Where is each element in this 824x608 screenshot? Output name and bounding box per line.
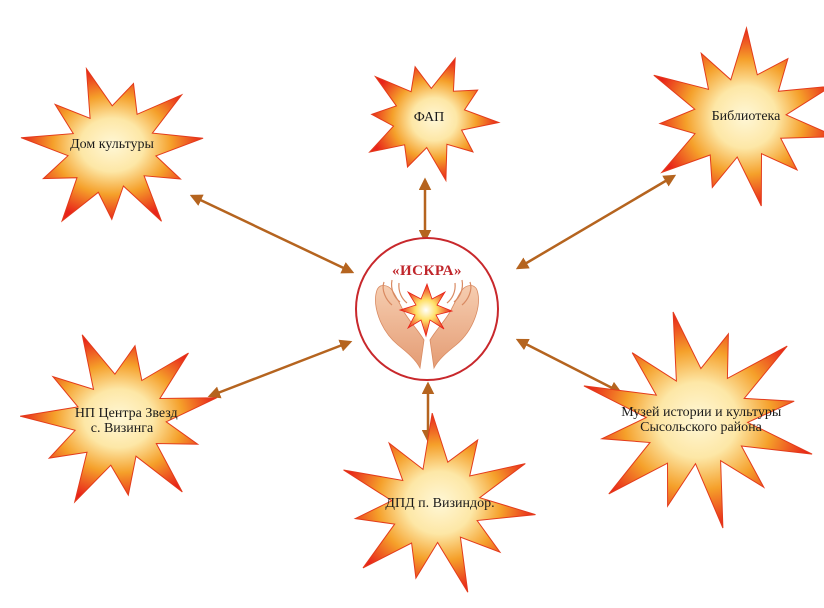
arrow-dom-kultury [189, 194, 355, 274]
node-label-dom-kultury: Дом культуры [70, 137, 154, 152]
node-labels: Дом культуры ФАП Библиотека НП Центра Зв… [70, 109, 785, 511]
burst-biblioteka [653, 26, 824, 207]
arrow-muzey [515, 338, 623, 394]
burst-np-centr-zvezd [19, 334, 218, 504]
burst-muzey [583, 311, 813, 529]
burst-dpd [343, 412, 536, 593]
burst-dom-kultury [20, 66, 204, 223]
node-label-dpd: ДПД п. Визиндор. [385, 496, 494, 511]
node-label-muzey: Музей истории и культуры Сысольского рай… [621, 405, 785, 435]
arrow-np-centr-zvezd [207, 339, 353, 399]
hands-with-spark-icon [375, 279, 479, 370]
center-title: «ИСКРА» [392, 263, 462, 279]
arrow-biblioteka [515, 174, 677, 270]
node-label-fap: ФАП [414, 110, 444, 125]
center-emblem: «ИСКРА» [355, 237, 499, 381]
burst-fap [368, 56, 501, 183]
node-label-biblioteka: Библиотека [712, 109, 782, 124]
node-label-np-centr-zvezd: НП Центра Звезд с. Визинга [75, 406, 181, 436]
connector-arrows [189, 174, 677, 443]
